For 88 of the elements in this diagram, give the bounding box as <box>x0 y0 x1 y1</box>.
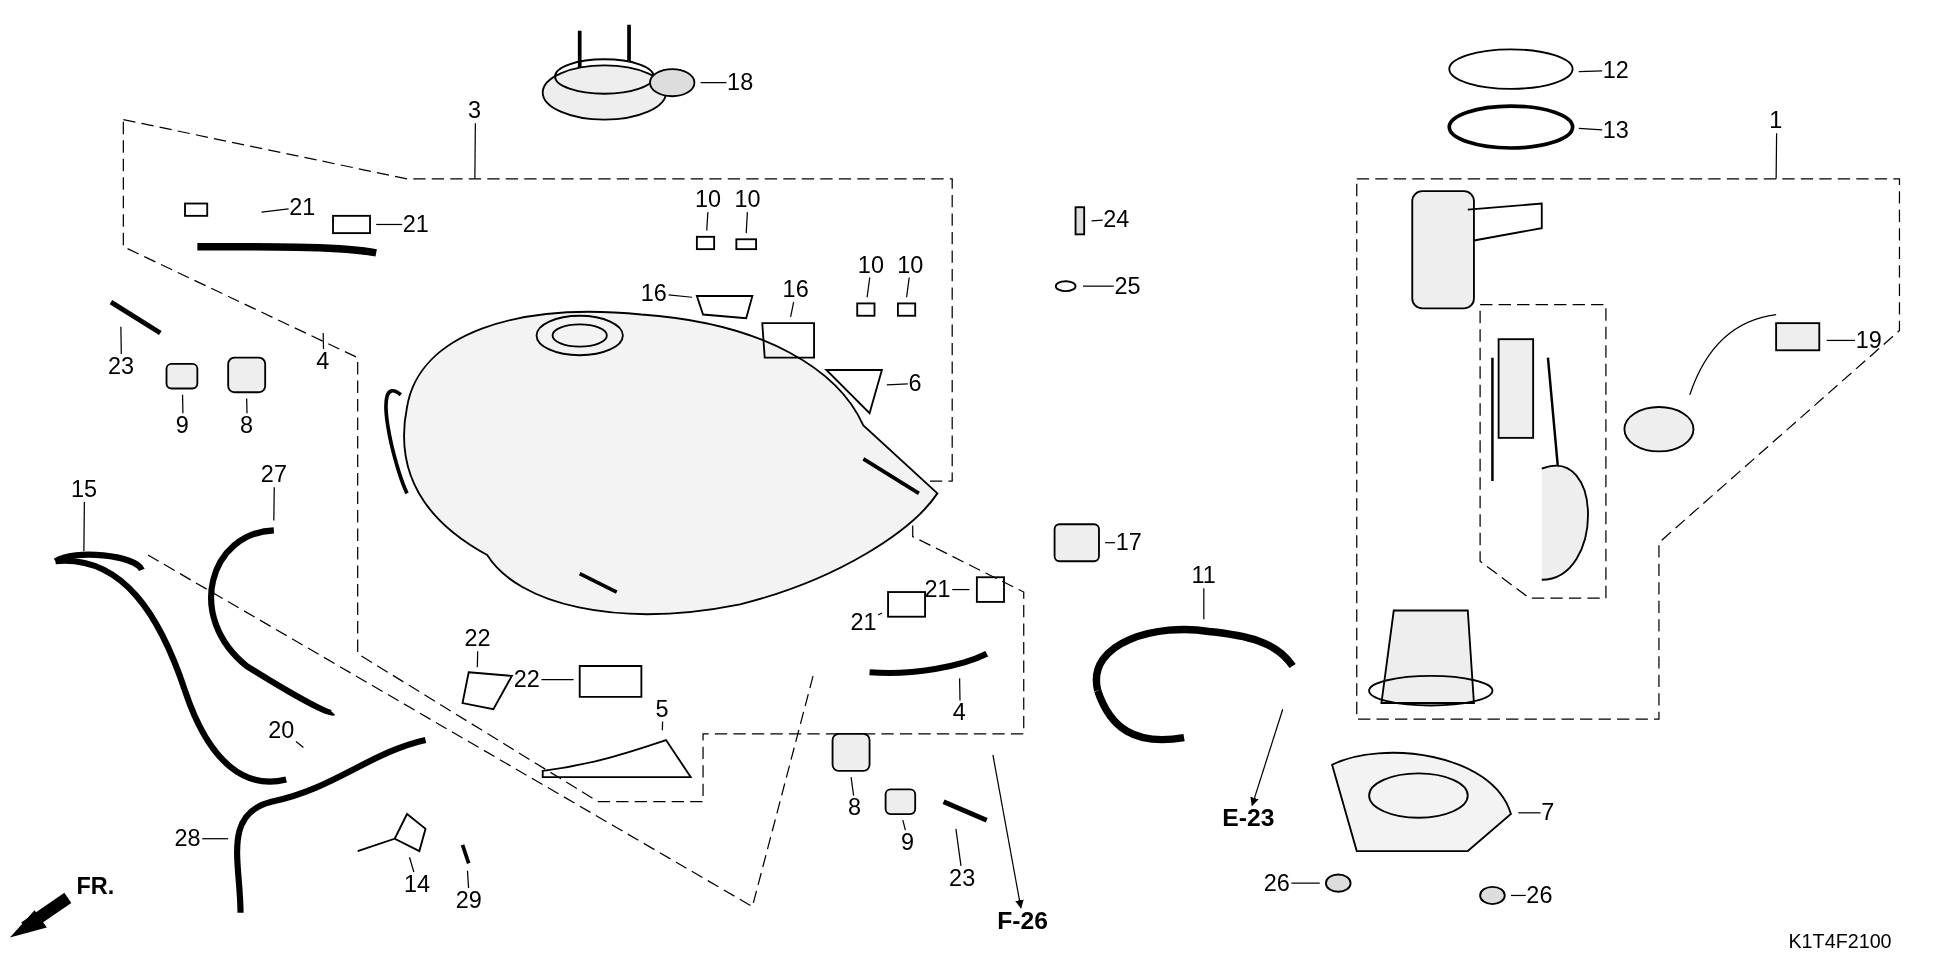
callout-number: 7 <box>1539 800 1556 826</box>
callout-number: 26 <box>1525 883 1554 908</box>
leader-line <box>466 870 470 889</box>
leader-line <box>905 276 910 298</box>
callout-number: 18 <box>725 70 755 95</box>
callout-number: 21 <box>923 577 952 602</box>
reference-arrow <box>992 754 1024 909</box>
leader-line <box>273 486 275 522</box>
leader-line <box>886 383 909 386</box>
callout-number: 6 <box>907 371 923 396</box>
leader-line <box>375 223 403 226</box>
leader-line <box>1104 542 1116 544</box>
callout-number: 9 <box>899 830 916 855</box>
leader-line <box>1578 70 1603 73</box>
callout-number: 5 <box>654 696 670 722</box>
leader-line <box>877 612 883 616</box>
callout-number: 23 <box>106 354 136 379</box>
leader-line <box>699 82 728 84</box>
callout-number: 3 <box>466 98 483 124</box>
leader-line <box>866 276 871 298</box>
leader-line <box>540 679 575 681</box>
callout-number: 17 <box>1114 530 1143 556</box>
reference-arrow <box>1250 708 1284 807</box>
part-code: K1T4F2100 <box>1788 931 1892 954</box>
leader-line <box>295 740 305 749</box>
leader-line <box>120 326 122 355</box>
leader-line <box>83 501 85 552</box>
callout-number: 26 <box>1262 870 1291 896</box>
leader-line <box>902 819 906 831</box>
callout-number: 4 <box>315 349 331 374</box>
leader-line <box>474 122 476 180</box>
leader-line <box>959 677 961 702</box>
leader-line <box>955 828 962 867</box>
callout-number: 29 <box>454 888 484 913</box>
callout-number: 10 <box>856 252 886 278</box>
page-reference: F-26 <box>996 907 1050 933</box>
callout-number: 9 <box>174 413 191 438</box>
leader-line <box>706 211 709 232</box>
callout-number: 24 <box>1102 207 1131 232</box>
leader-line <box>790 301 795 318</box>
callout-number: 13 <box>1601 118 1631 144</box>
callout-number: 8 <box>846 795 863 821</box>
leader-line <box>408 856 415 873</box>
callout-number: 25 <box>1113 273 1142 299</box>
callout-number: 21 <box>288 194 317 220</box>
leader-line <box>1775 132 1778 180</box>
leader-line <box>1290 882 1321 884</box>
callout-number: 10 <box>896 252 925 278</box>
callout-number: 14 <box>402 872 432 897</box>
leader-line <box>951 588 971 591</box>
callout-number: 10 <box>693 187 723 213</box>
leader-line <box>1082 285 1115 287</box>
callout-number: 4 <box>951 700 968 726</box>
callout-number: 27 <box>259 462 289 488</box>
leader-line <box>322 332 325 350</box>
callout-number: 1 <box>1768 108 1784 134</box>
callout-number: 15 <box>69 477 99 502</box>
callout-number: 20 <box>267 717 296 743</box>
leader-line <box>1090 219 1104 222</box>
leader-line <box>745 211 748 234</box>
leader-line <box>661 720 664 731</box>
callout-number: 16 <box>781 277 810 303</box>
callout-number: 23 <box>947 865 977 891</box>
leader-line <box>260 208 290 213</box>
leader-line <box>246 397 248 414</box>
direction-label: FR. <box>76 873 115 901</box>
leader-line <box>1578 127 1603 131</box>
leader-line <box>1826 339 1856 342</box>
leader-line <box>201 838 229 840</box>
leader-line <box>476 650 479 668</box>
leader-line <box>850 776 855 797</box>
callout-number: 22 <box>512 667 542 692</box>
callout-number: 10 <box>733 187 762 213</box>
callout-number: 19 <box>1854 328 1883 353</box>
callout-number: 22 <box>463 626 492 652</box>
callout-number: 12 <box>1601 57 1631 83</box>
callout-number: 28 <box>173 826 202 852</box>
callout-number: 21 <box>401 212 430 237</box>
leader-line <box>667 294 693 298</box>
leader-line <box>1510 894 1527 897</box>
leader-line <box>181 394 184 414</box>
callout-number: 11 <box>1190 563 1218 589</box>
page-reference: E-23 <box>1221 805 1276 831</box>
callout-number: 16 <box>639 281 669 306</box>
callout-number: 8 <box>238 413 255 438</box>
leader-line <box>1517 812 1542 814</box>
leader-line <box>1203 587 1205 620</box>
callout-number: 21 <box>849 610 878 636</box>
